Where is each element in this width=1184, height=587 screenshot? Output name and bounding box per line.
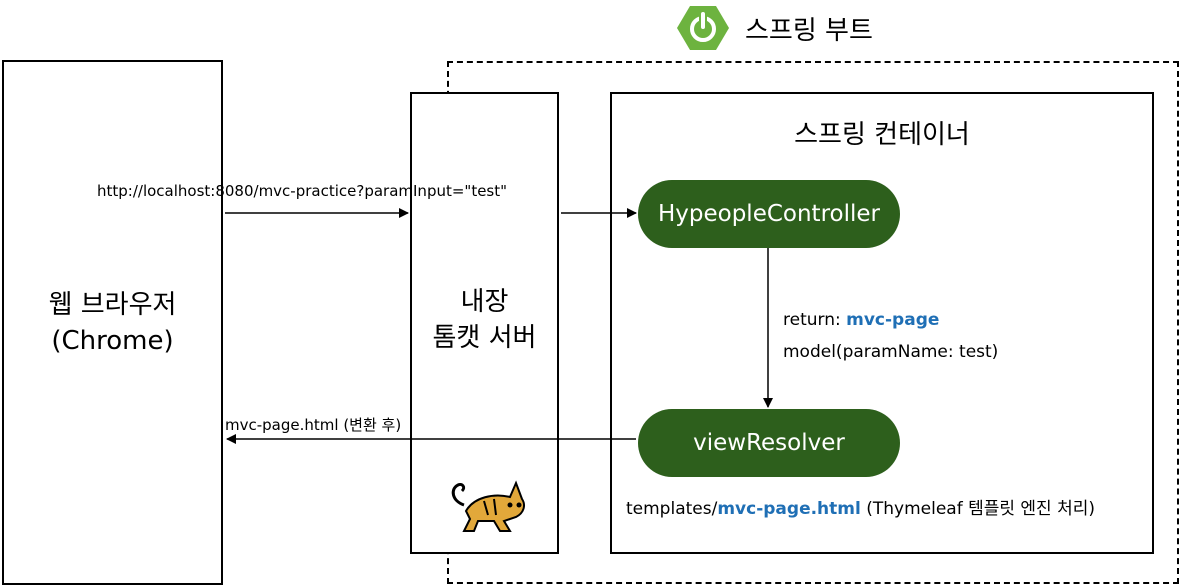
view-resolver-node: viewResolver <box>638 409 900 477</box>
template-file: mvc-page.html <box>717 499 861 519</box>
spring-boot-label: 스프링 부트 <box>745 16 873 46</box>
request-url-label: http://localhost:8080/mvc-practice?param… <box>97 182 508 200</box>
response-label: mvc-page.html (변환 후) <box>225 416 402 434</box>
spring-boot-logo-icon <box>677 6 729 50</box>
web-browser-label: 웹 브라우저 (Chrome) <box>2 60 223 585</box>
spring-container-box <box>610 92 1154 554</box>
controller-node: HypeopleController <box>638 180 900 248</box>
tomcat-subtitle: 톰캣 서버 <box>432 323 537 353</box>
template-prefix: templates/ <box>626 499 718 519</box>
tomcat-server-box <box>410 92 559 554</box>
return-prefix: return: <box>783 310 847 330</box>
template-info: templates/mvc-page.html (Thymeleaf 템플릿 엔… <box>626 494 1095 519</box>
tomcat-logo-icon <box>451 480 525 532</box>
spring-container-title: 스프링 컨테이너 <box>794 120 970 150</box>
web-browser-subtitle: (Chrome) <box>51 325 174 356</box>
tomcat-title: 내장 <box>460 287 509 317</box>
model-info: model(paramName: test) <box>783 342 999 362</box>
web-browser-box <box>2 60 223 585</box>
view-resolver-label: viewResolver <box>693 430 845 456</box>
return-info: return: mvc-page <box>783 310 939 330</box>
web-browser-title: 웹 브라우저 <box>48 289 177 320</box>
tomcat-server-label: 내장 톰캣 서버 <box>410 280 559 360</box>
template-suffix: (Thymeleaf 템플릿 엔진 처리) <box>860 499 1096 519</box>
return-value: mvc-page <box>846 310 940 330</box>
controller-label: HypeopleController <box>657 201 880 227</box>
